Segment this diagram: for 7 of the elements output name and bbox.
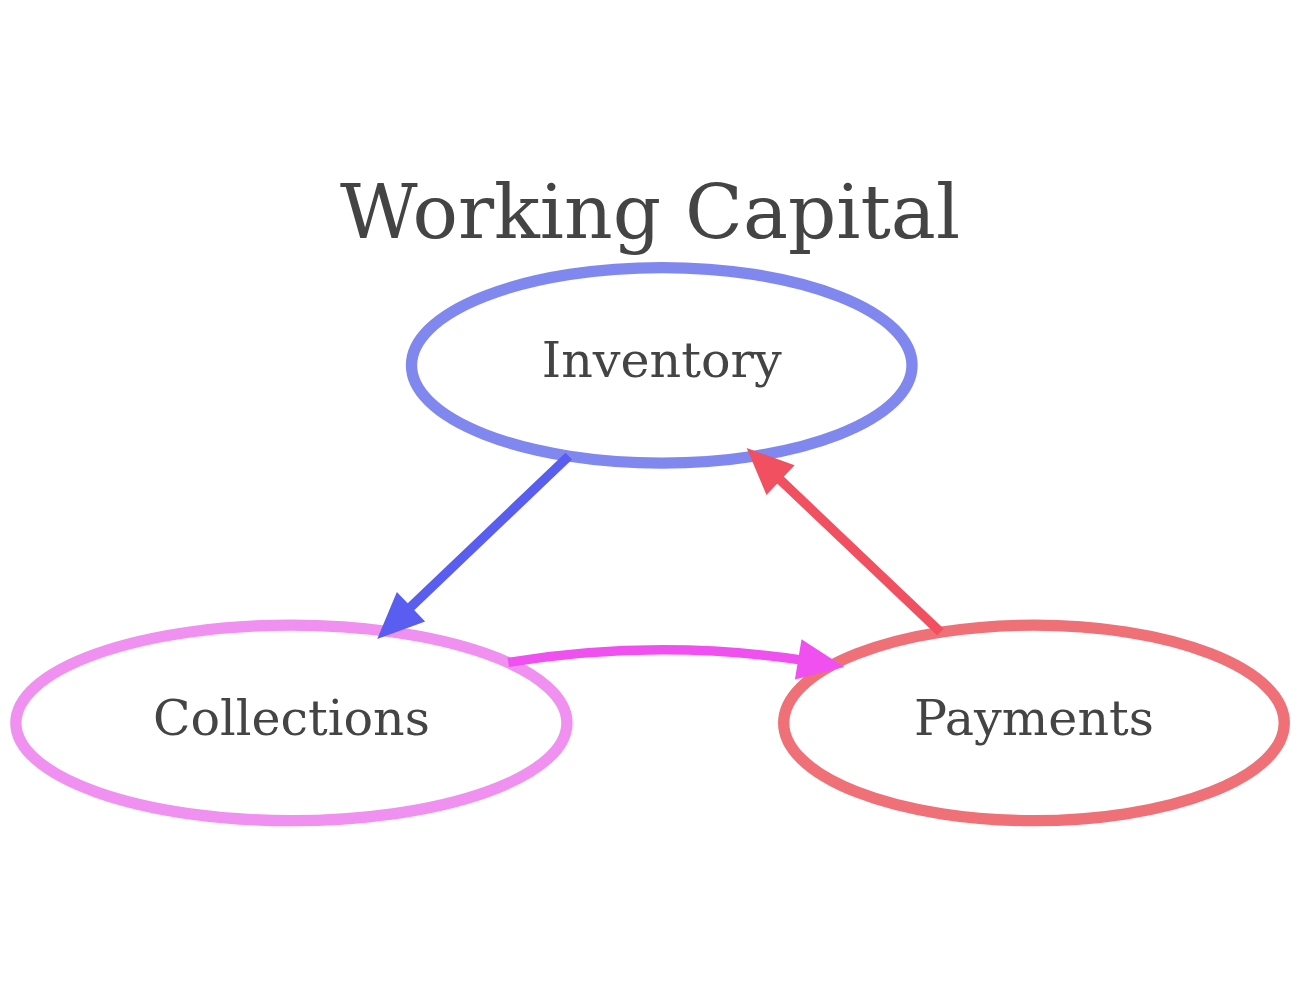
arrow [746, 447, 944, 636]
node-ellipse: Payments [778, 619, 1290, 827]
arrow [507, 639, 845, 680]
diagram-title: Working Capital [339, 167, 961, 256]
node-ellipse: Inventory [405, 261, 918, 469]
node-ellipse: Collections [10, 619, 573, 827]
arrow [377, 452, 573, 640]
